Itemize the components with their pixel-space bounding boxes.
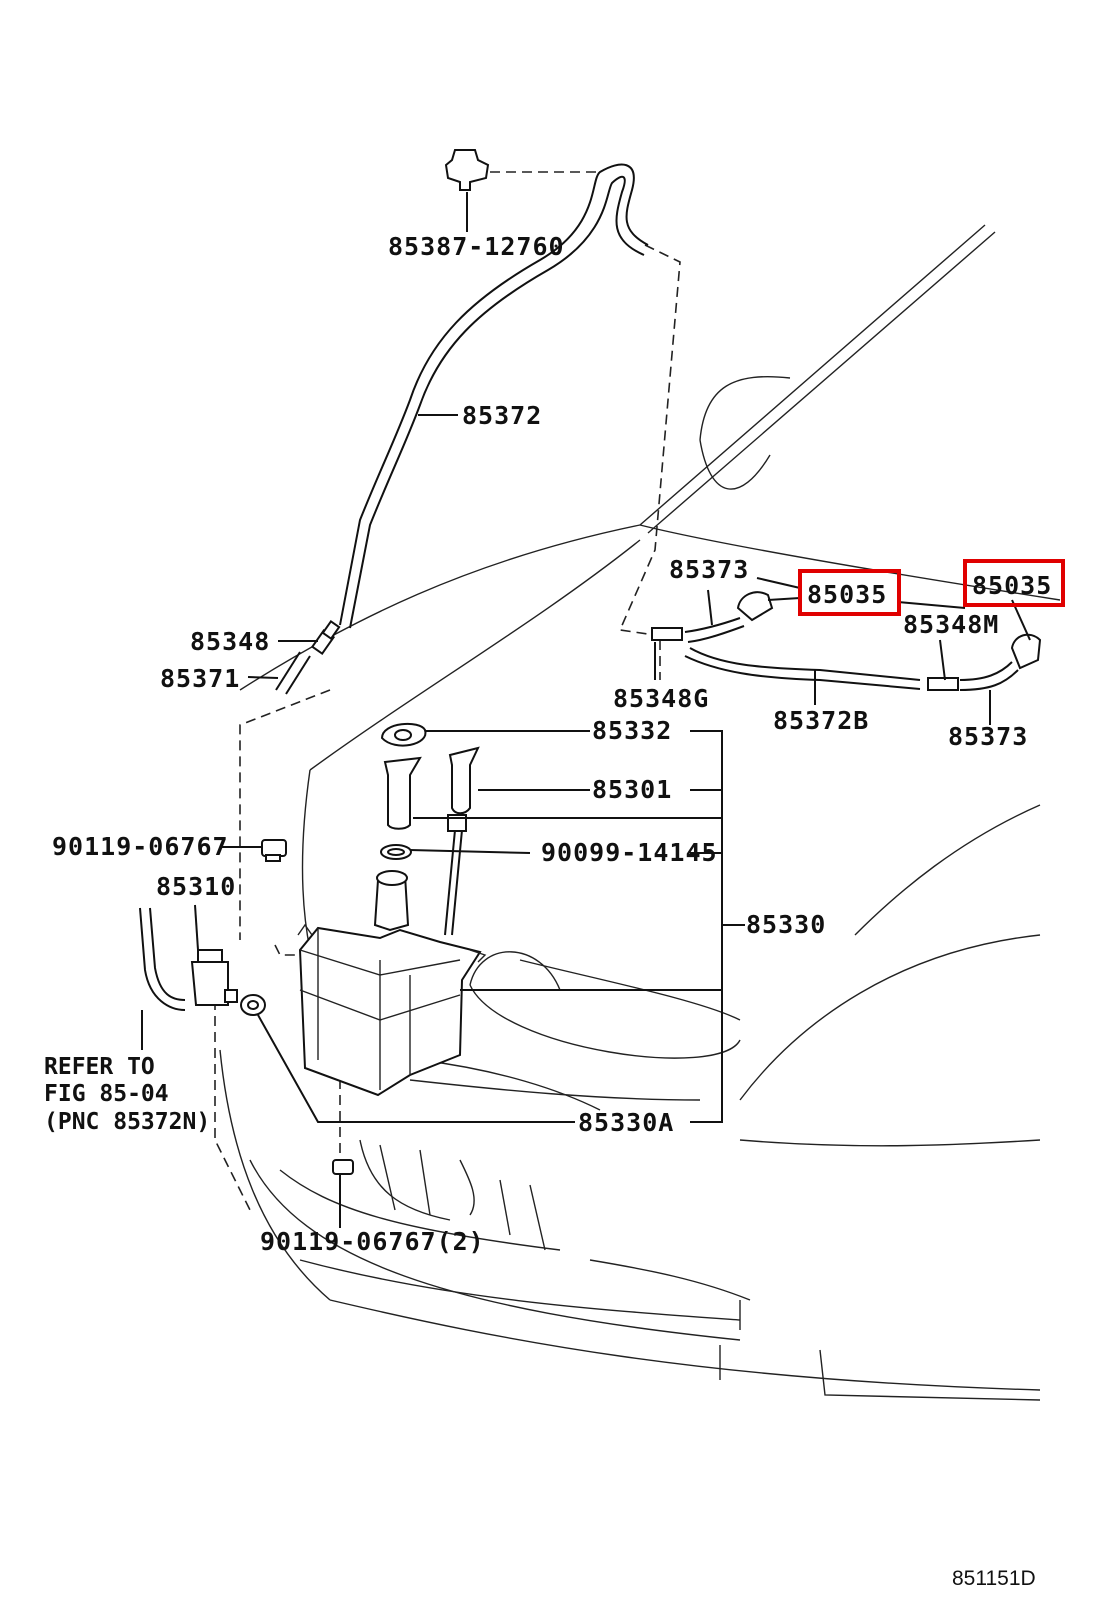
bolt-bottom-icon [332,1159,354,1175]
nozzle-left-icon [736,591,774,622]
gasket-icon [380,722,427,747]
figure-id: 851151D [952,1567,1036,1590]
nozzle-right-icon [1010,633,1042,670]
label-joint-left: 85348 [190,627,270,656]
bolt-left-icon [261,839,287,862]
label-nozzle-left: 85035 [807,580,887,609]
pump-icon [190,949,238,1006]
label-hose-center: 85372B [773,706,869,735]
label-hose-small-right: 85373 [948,722,1028,751]
highlight-box-nozzle-left [798,569,901,616]
clip-top-icon [444,149,490,191]
label-refer-line3: (PNC 85372N) [44,1109,210,1135]
joint-right-icon [927,677,959,691]
label-hose-short-left: 85371 [160,664,240,693]
parts [190,149,1042,1175]
label-hose-upper: 85372 [462,401,542,430]
label-refer-line2: FIG 85-04 [44,1081,169,1107]
label-pump: 85310 [156,872,236,901]
tank-icon [297,870,487,1097]
label-bolt-left: 90119-06767 [52,832,229,861]
label-joint-center: 85348G [613,684,709,713]
joint-center-icon [651,627,683,641]
leader-lines [141,192,1031,1228]
label-joint-right: 85348M [903,610,999,639]
label-refer-line1: REFER TO [44,1054,155,1080]
label-hose-small-center: 85373 [669,555,749,584]
car-body-outline [219,224,1061,1401]
label-grommet: 85330A [578,1108,674,1137]
oring-icon [380,844,412,860]
label-tank-assy: 85330 [746,910,826,939]
label-oring: 90099-14145 [541,838,718,867]
label-clip-top: 85387-12760 [388,232,565,261]
joint-left-icon [310,620,341,656]
hoses [139,163,1019,1011]
highlights [798,559,1065,616]
label-bolt-bottom: 90119-06767(2) [260,1227,485,1256]
labels: 85387-12760 85372 85348 85371 85373 8503… [44,232,1052,1590]
highlight-box-nozzle-right [963,559,1065,607]
grommet-icon [240,994,266,1016]
label-nozzle-right: 85035 [972,571,1052,600]
label-gasket: 85332 [592,716,672,745]
label-inlet: 85301 [592,775,672,804]
